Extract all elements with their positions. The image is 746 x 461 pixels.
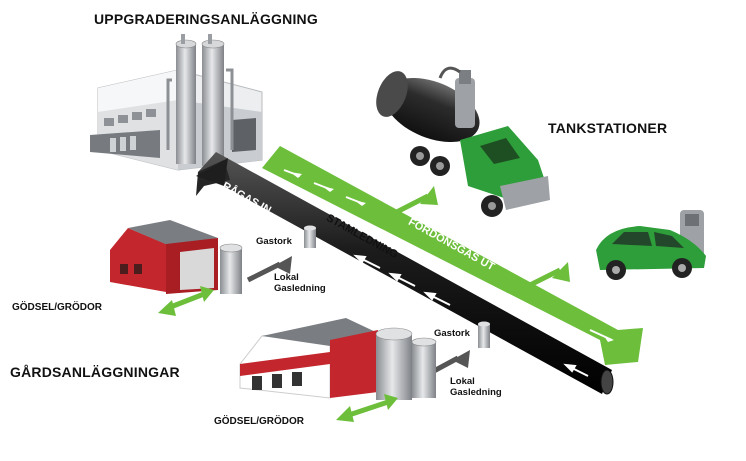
label-manure-crops-1: GÖDSEL/GRÖDOR [12,302,103,313]
barn-icon [110,220,218,294]
label-local-gas-line-1: Lokal Gasledning [274,272,326,294]
barn-icon [239,318,380,399]
manure-crops-arrow-2 [336,394,398,422]
label-local-gas-line-2: Lokal Gasledning [450,376,502,398]
label-manure-crops-2: GÖDSEL/GRÖDOR [214,416,305,427]
label-gas-dryer-1: Gastork [256,236,292,247]
vehicle-gas-arrow [262,146,643,365]
gas-storage-tank-icon [375,321,490,400]
car-icon [596,210,706,280]
factory-icon [90,34,263,171]
label-upgrading-plant: UPPGRADERINGSANLÄGGNING [94,11,318,27]
manure-crops-arrow-1 [158,286,214,316]
label-fuel-stations: TANKSTATIONER [548,120,668,136]
label-farm-plants: GÅRDSANLÄGGNINGAR [10,364,180,380]
tanker-truck-icon [376,66,550,217]
gas-storage-tank-icon [219,225,316,294]
main-gas-pipeline [196,152,614,395]
label-gas-dryer-2: Gastork [434,328,470,339]
